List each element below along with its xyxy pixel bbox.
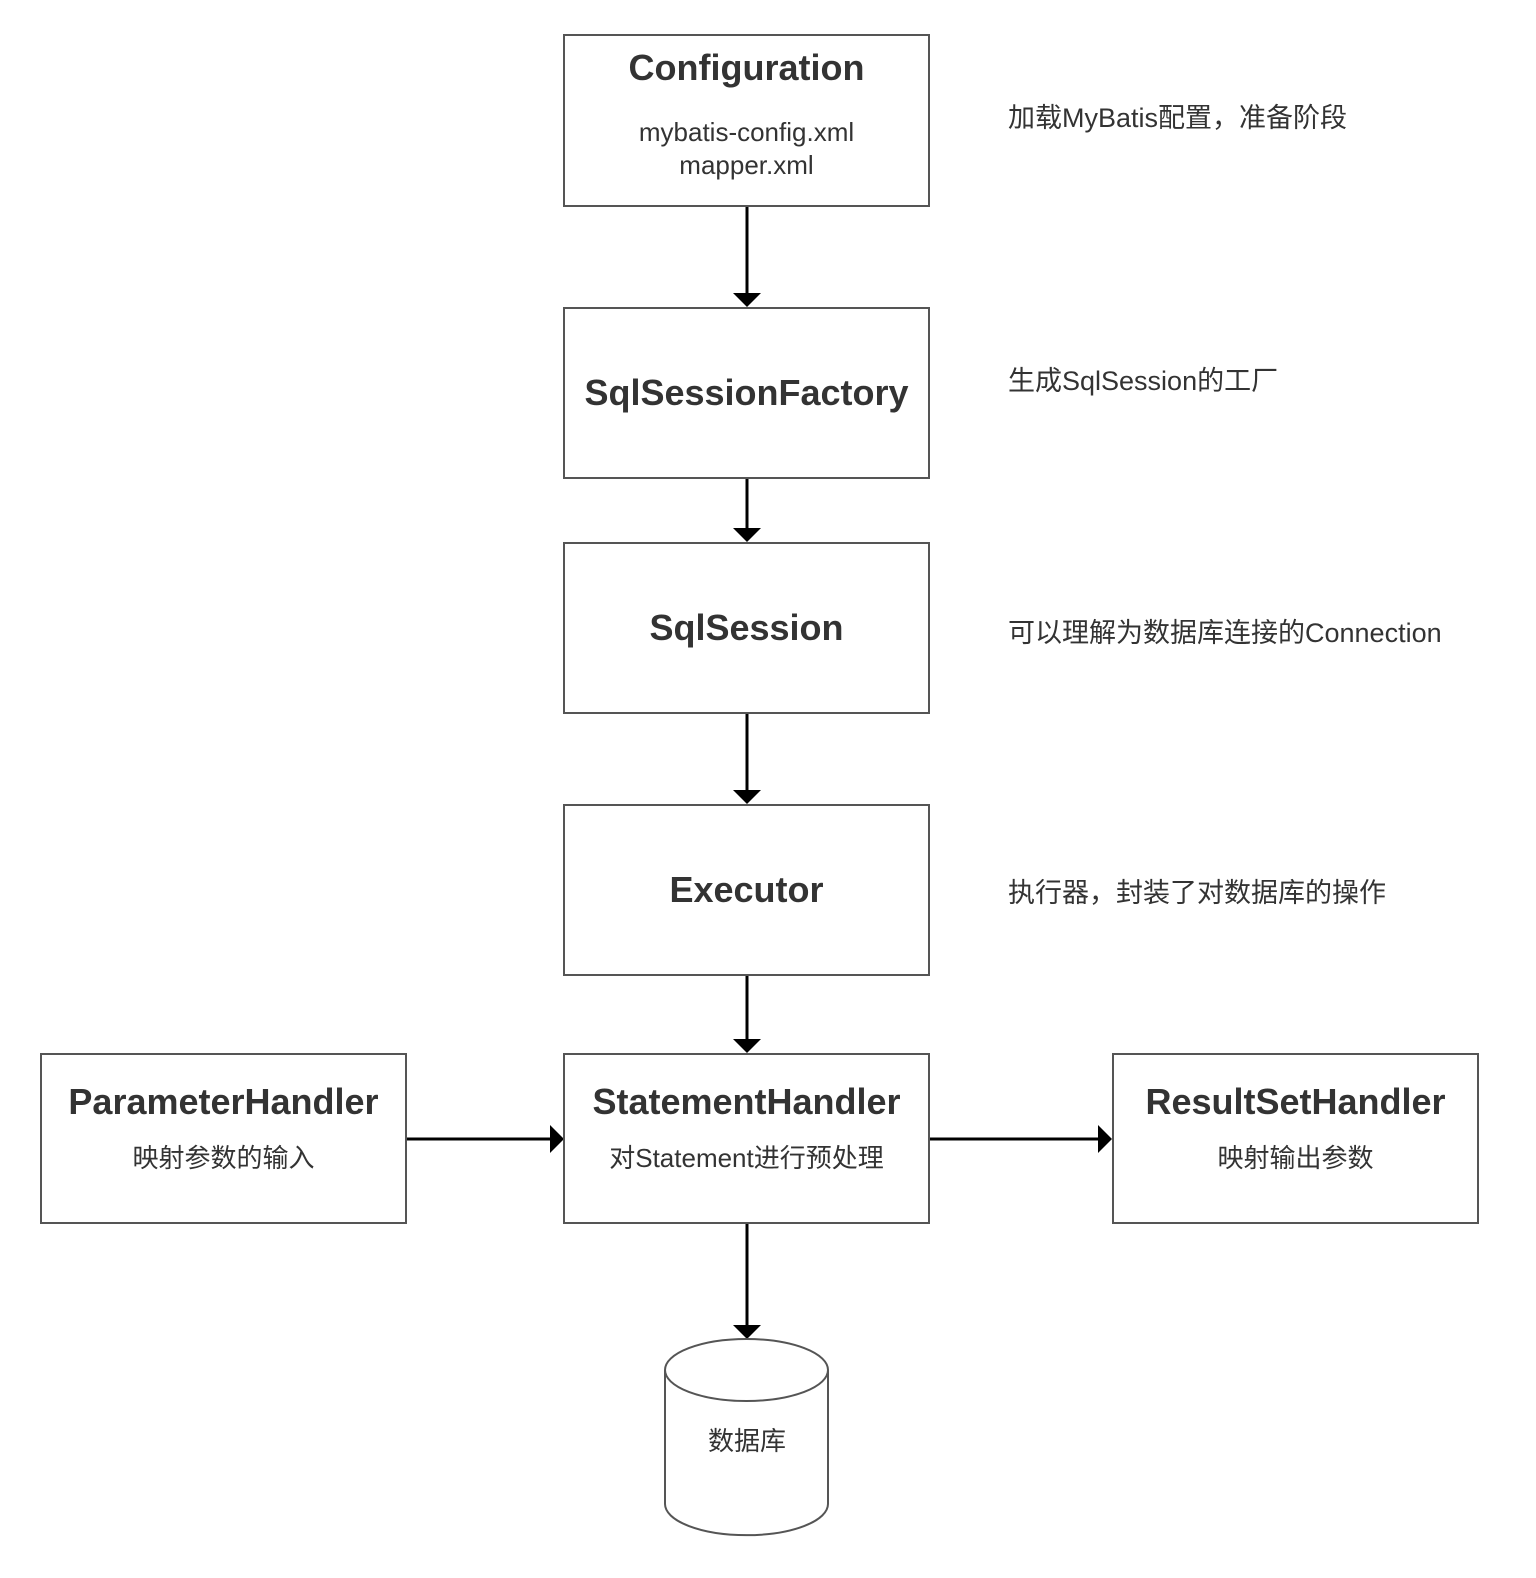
arrow-executor-to-statementhandler [733, 976, 761, 1053]
resultsethandler-desc: 映射输出参数 [1217, 1142, 1374, 1173]
note-sqlsessionfactory: 生成SqlSession的工厂 [1008, 366, 1279, 396]
sqlsessionfactory-title: SqlSessionFactory [584, 372, 909, 414]
arrow-parameterhandler-to-statementhandler [407, 1125, 564, 1153]
resultsethandler-box: ResultSetHandler 映射输出参数 [1112, 1053, 1479, 1224]
resultsethandler-title: ResultSetHandler [1145, 1081, 1446, 1122]
statementhandler-desc: 对Statement进行预处理 [609, 1142, 884, 1173]
configuration-box: Configuration mybatis-config.xml mapper.… [563, 34, 930, 207]
note-configuration: 加载MyBatis配置，准备阶段 [1008, 103, 1348, 133]
parameterhandler-box: ParameterHandler 映射参数的输入 [40, 1053, 407, 1224]
executor-box: Executor [563, 804, 930, 976]
arrow-statementhandler-to-resultsethandler [930, 1125, 1112, 1153]
database-cylinder [664, 1338, 829, 1537]
executor-title: Executor [669, 869, 824, 911]
note-sqlsession: 可以理解为数据库连接的Connection [1008, 618, 1442, 648]
arrow-statementhandler-to-database [733, 1224, 761, 1339]
arrow-factory-to-session [733, 479, 761, 542]
database-label: 数据库 [707, 1426, 786, 1456]
sqlsessionfactory-box: SqlSessionFactory [563, 307, 930, 479]
configuration-file-mapper: mapper.xml [679, 149, 814, 180]
arrow-configuration-to-factory [733, 207, 761, 307]
parameterhandler-desc: 映射参数的输入 [132, 1142, 315, 1173]
statementhandler-title: StatementHandler [592, 1081, 901, 1122]
parameterhandler-title: ParameterHandler [68, 1081, 379, 1122]
arrow-session-to-executor [733, 714, 761, 804]
note-executor: 执行器，封装了对数据库的操作 [1008, 878, 1386, 908]
sqlsession-box: SqlSession [563, 542, 930, 714]
sqlsession-title: SqlSession [649, 607, 844, 649]
statementhandler-box: StatementHandler 对Statement进行预处理 [563, 1053, 930, 1224]
configuration-file-mybatis-config: mybatis-config.xml [638, 116, 855, 147]
configuration-title: Configuration [628, 47, 865, 88]
